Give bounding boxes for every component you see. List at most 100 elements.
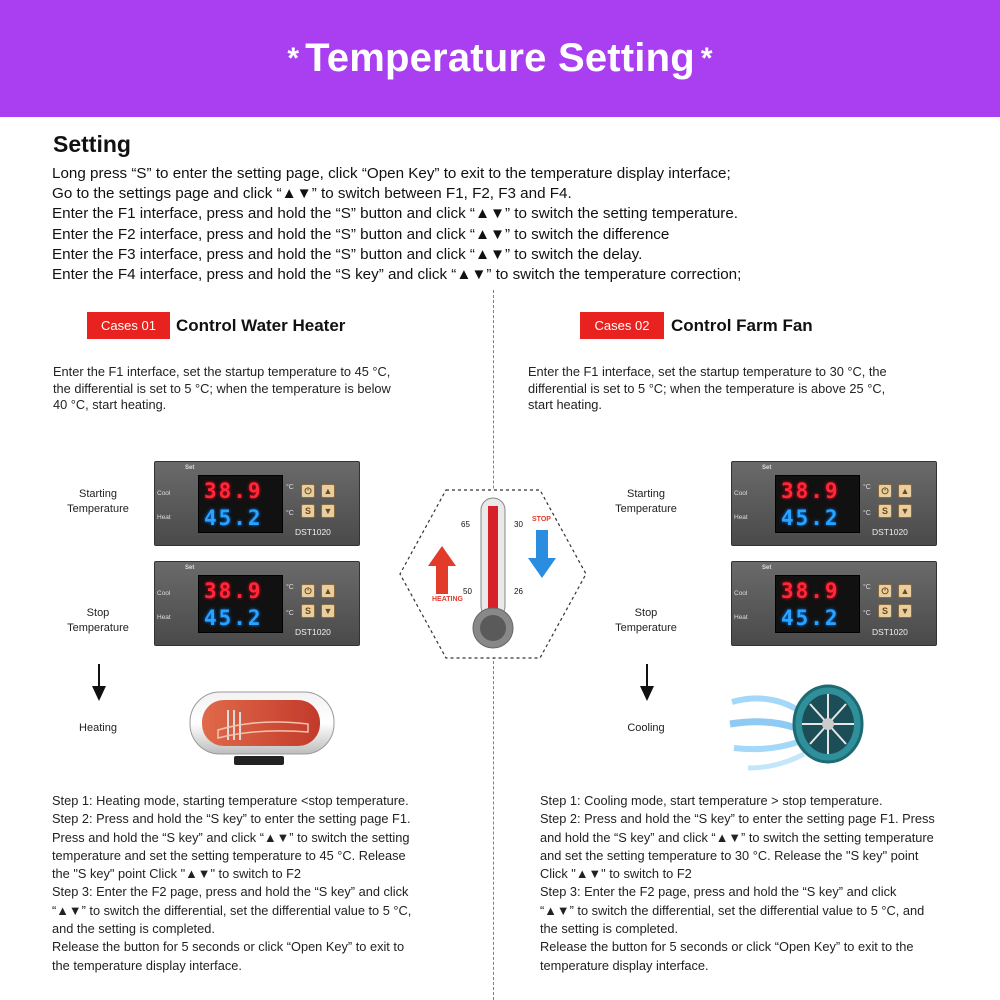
step-line: Step 2: Press and hold the “S key” to en… bbox=[52, 811, 411, 827]
step-line: and hold the “S key” and click “▲▼” to s… bbox=[540, 829, 934, 845]
case1-desc-line: Enter the F1 interface, set the startup … bbox=[53, 364, 391, 379]
step-line: the setting is completed. bbox=[540, 921, 678, 937]
arrow-down-icon bbox=[92, 664, 106, 701]
case2-description: Enter the F1 interface, set the startup … bbox=[528, 364, 948, 414]
set-temp-reading: 45.2 bbox=[204, 506, 263, 530]
s-key[interactable]: S bbox=[878, 504, 892, 518]
case2-badge: Cases 02 bbox=[580, 312, 664, 339]
case2-desc-line: differential is set to 5 °C; when the te… bbox=[528, 380, 886, 396]
thermo-left-high: 65 bbox=[461, 520, 470, 529]
label-line: Stop bbox=[634, 607, 658, 619]
thermometer-diagram bbox=[399, 489, 587, 659]
s-key[interactable]: S bbox=[301, 504, 315, 518]
label-line: Temperature bbox=[67, 622, 129, 634]
banner-title: Temperature Setting bbox=[305, 36, 695, 80]
current-temp-reading: 38.9 bbox=[781, 579, 840, 603]
case1-description: Enter the F1 interface, set the startup … bbox=[53, 364, 453, 414]
step-line: temperature display interface. bbox=[540, 957, 709, 973]
controller-display: 38.9 45.2 bbox=[775, 575, 860, 633]
step-line: Click "▲▼" to switch to F2 bbox=[540, 866, 692, 882]
cool-label: Cool bbox=[734, 590, 748, 597]
step-line: Step 3: Enter the F2 page, press and hol… bbox=[540, 884, 897, 900]
case2-desc-line: Enter the F1 interface, set the startup … bbox=[528, 364, 887, 379]
up-key[interactable]: ▲ bbox=[321, 484, 335, 498]
case2-starting-label: Starting Temperature bbox=[591, 487, 701, 517]
down-key[interactable]: ▼ bbox=[898, 504, 912, 518]
unit-label: °C bbox=[286, 510, 294, 517]
unit-label: °C bbox=[286, 484, 294, 491]
model-label: DST1020 bbox=[295, 627, 331, 637]
current-temp-reading: 38.9 bbox=[204, 579, 263, 603]
case1-starting-label: Starting Temperature bbox=[43, 487, 153, 517]
power-key[interactable]: ⏻ bbox=[301, 584, 315, 598]
case2-title: Control Farm Fan bbox=[671, 316, 813, 335]
case2-desc-line: start heating. bbox=[528, 397, 602, 412]
set-temp-reading: 45.2 bbox=[781, 606, 840, 630]
label-line: Stop bbox=[86, 607, 110, 619]
current-temp-reading: 38.9 bbox=[204, 479, 263, 503]
case1-badge: Cases 01 bbox=[87, 312, 170, 339]
label-line: Starting bbox=[627, 488, 665, 500]
controller-display: 38.9 45.2 bbox=[775, 475, 860, 533]
controller-display: 38.9 45.2 bbox=[198, 475, 283, 533]
case1-desc-line: the differential is set to 5 °C; when th… bbox=[53, 380, 391, 396]
label-line: Temperature bbox=[67, 503, 129, 515]
temperature-controller: Set Cool Heat 38.9 45.2 °C °C ⏻ ▲ S ▼ DS… bbox=[731, 461, 937, 546]
setting-line: Enter the F3 interface, press and hold t… bbox=[52, 245, 643, 263]
case1-title: Control Water Heater bbox=[176, 316, 346, 335]
set-label: Set bbox=[185, 465, 195, 471]
star-right: * bbox=[700, 41, 713, 75]
up-key[interactable]: ▲ bbox=[898, 484, 912, 498]
step-line: the temperature display interface. bbox=[52, 957, 242, 973]
power-key[interactable]: ⏻ bbox=[878, 584, 892, 598]
s-key[interactable]: S bbox=[878, 604, 892, 618]
setting-line: Enter the F4 interface, press and hold t… bbox=[52, 266, 742, 284]
temperature-controller: Set Cool Heat 38.9 45.2 °C °C ⏻ ▲ S ▼ DS… bbox=[154, 461, 360, 546]
step-line: Step 2: Press and hold the “S key” to en… bbox=[540, 811, 935, 827]
heat-label: Heat bbox=[734, 614, 748, 621]
unit-label: °C bbox=[863, 484, 871, 491]
setting-line: Long press “S” to enter the setting page… bbox=[52, 165, 731, 182]
step-line: “▲▼” to switch the differential, set the… bbox=[540, 902, 925, 918]
step-line: Step 1: Heating mode, starting temperatu… bbox=[52, 793, 409, 808]
s-key[interactable]: S bbox=[301, 604, 315, 618]
controller-display: 38.9 45.2 bbox=[198, 575, 283, 633]
case2-steps: Step 1: Cooling mode, start temperature … bbox=[540, 792, 935, 975]
unit-label: °C bbox=[863, 584, 871, 591]
heating-label: HEATING bbox=[432, 596, 463, 603]
heat-label: Heat bbox=[157, 614, 171, 621]
unit-label: °C bbox=[863, 610, 871, 617]
step-line: Release the button for 5 seconds or clic… bbox=[540, 939, 914, 955]
step-line: “▲▼” to switch the differential, set the… bbox=[52, 902, 412, 918]
up-key[interactable]: ▲ bbox=[321, 584, 335, 598]
unit-label: °C bbox=[286, 584, 294, 591]
step-line: Release the button for 5 seconds or clic… bbox=[52, 939, 405, 955]
setting-instructions: Long press “S” to enter the setting page… bbox=[52, 164, 952, 285]
power-key[interactable]: ⏻ bbox=[878, 484, 892, 498]
down-key[interactable]: ▼ bbox=[898, 604, 912, 618]
heat-label: Heat bbox=[157, 514, 171, 521]
step-line: Press and hold the “S key” and click “▲▼… bbox=[52, 829, 410, 845]
arrow-down-icon bbox=[640, 664, 654, 701]
cool-label: Cool bbox=[734, 490, 748, 497]
step-line: Step 1: Cooling mode, start temperature … bbox=[540, 793, 883, 808]
up-key[interactable]: ▲ bbox=[898, 584, 912, 598]
down-key[interactable]: ▼ bbox=[321, 504, 335, 518]
thermo-right-high: 30 bbox=[514, 520, 523, 529]
heat-label: Heat bbox=[734, 514, 748, 521]
title-banner: * Temperature Setting * bbox=[0, 0, 1000, 117]
label-line: Temperature bbox=[615, 503, 677, 515]
label-line: Starting bbox=[79, 488, 117, 500]
step-line: temperature and set the setting temperat… bbox=[52, 847, 406, 863]
set-temp-reading: 45.2 bbox=[781, 506, 840, 530]
set-label: Set bbox=[185, 565, 195, 571]
power-key[interactable]: ⏻ bbox=[301, 484, 315, 498]
down-key[interactable]: ▼ bbox=[321, 604, 335, 618]
case1-steps: Step 1: Heating mode, starting temperatu… bbox=[52, 792, 411, 975]
step-line: and the setting is completed. bbox=[52, 921, 215, 937]
model-label: DST1020 bbox=[295, 527, 331, 537]
set-label: Set bbox=[762, 465, 772, 471]
case2-stop-label: Stop Temperature bbox=[591, 606, 701, 636]
fan-icon bbox=[729, 684, 864, 771]
step-line: the "S key" point Click "▲▼" to switch t… bbox=[52, 866, 302, 882]
